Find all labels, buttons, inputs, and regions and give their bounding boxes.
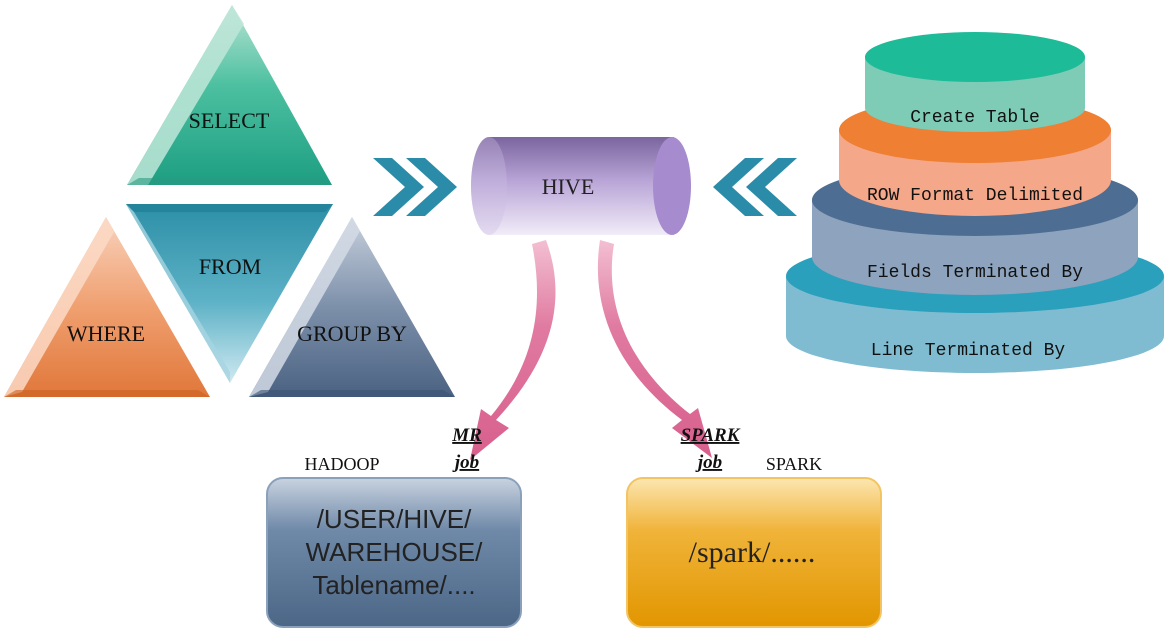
triangle-group-by: GROUP BY [249, 217, 455, 397]
hive-label: HIVE [542, 174, 595, 199]
fields-terminated-label: Fields Terminated By [867, 263, 1083, 283]
triangle-from: FROM [126, 204, 333, 383]
spark-path-text: /spark/...... [689, 536, 816, 569]
triangle-where: WHERE [4, 217, 210, 397]
spark-job-curved-arrow-icon [597, 240, 712, 458]
triangle-select: SELECT [127, 5, 332, 185]
spark-job-label-line2: job [695, 452, 722, 473]
line-terminated-label: Line Terminated By [871, 341, 1066, 361]
where-label: WHERE [67, 321, 145, 346]
spark-path-box: /spark/...... [626, 477, 882, 628]
mr-job-label-line1: MR [451, 425, 482, 446]
select-label: SELECT [189, 108, 270, 133]
chevron-right-arrows-icon [373, 158, 457, 216]
from-label: FROM [199, 254, 261, 279]
group-by-label: GROUP BY [297, 321, 407, 346]
spark-platform-label: SPARK [766, 454, 822, 474]
row-format-label: ROW Format Delimited [867, 186, 1083, 206]
hive-cylinder: HIVE [471, 137, 691, 235]
table-definition-stack [786, 32, 1164, 373]
chevron-left-arrows-icon [713, 158, 797, 216]
hadoop-path-line2: WAREHOUSE/ [306, 537, 483, 567]
hadoop-label: HADOOP [304, 454, 379, 474]
mr-job-label-line2: job [452, 452, 479, 473]
hadoop-warehouse-box: /USER/HIVE/ WAREHOUSE/ Tablename/.... [266, 477, 522, 628]
hadoop-path-line1: /USER/HIVE/ [317, 504, 472, 534]
mr-job-curved-arrow-icon [470, 240, 556, 460]
hadoop-path-line3: Tablename/.... [312, 570, 475, 600]
create-table-label: Create Table [910, 108, 1040, 128]
spark-job-label-line1: SPARK [681, 425, 741, 446]
